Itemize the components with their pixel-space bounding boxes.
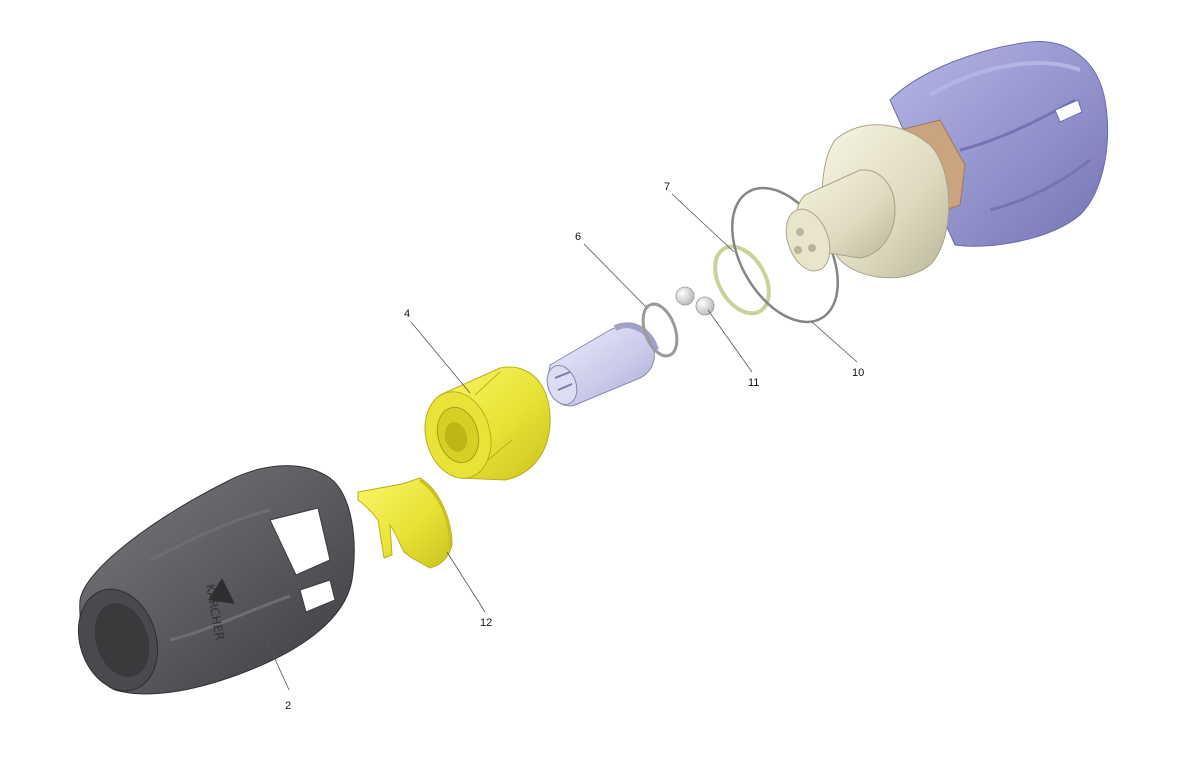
callout-2: 2 [285,700,291,712]
nozzle-insert-part [546,322,659,407]
leader-line-11 [707,309,753,373]
leader-line-6 [583,243,647,308]
callout-7: 7 [664,181,670,193]
leader-line-4 [410,321,471,394]
clip-part [357,477,453,569]
leader-line-12 [446,551,486,613]
callout-10: 10 [852,367,864,379]
nozzle-cap-part: KÄRCHER [77,465,355,695]
callout-numbers: 2 4 6 7 10 11 12 [285,181,864,712]
leader-line-10 [811,321,858,363]
green-o-ring-part [713,244,771,316]
callout-4: 4 [404,308,410,320]
balls-part [675,286,715,316]
nut-part [424,366,551,481]
leader-lines [261,193,858,691]
small-o-ring-part [641,302,679,358]
callout-11: 11 [748,377,759,389]
leader-line-2 [261,629,290,691]
leader-line-7 [671,193,735,253]
callout-12: 12 [480,617,492,629]
callout-6: 6 [575,231,581,243]
rotor-housing-assembly [785,41,1109,279]
